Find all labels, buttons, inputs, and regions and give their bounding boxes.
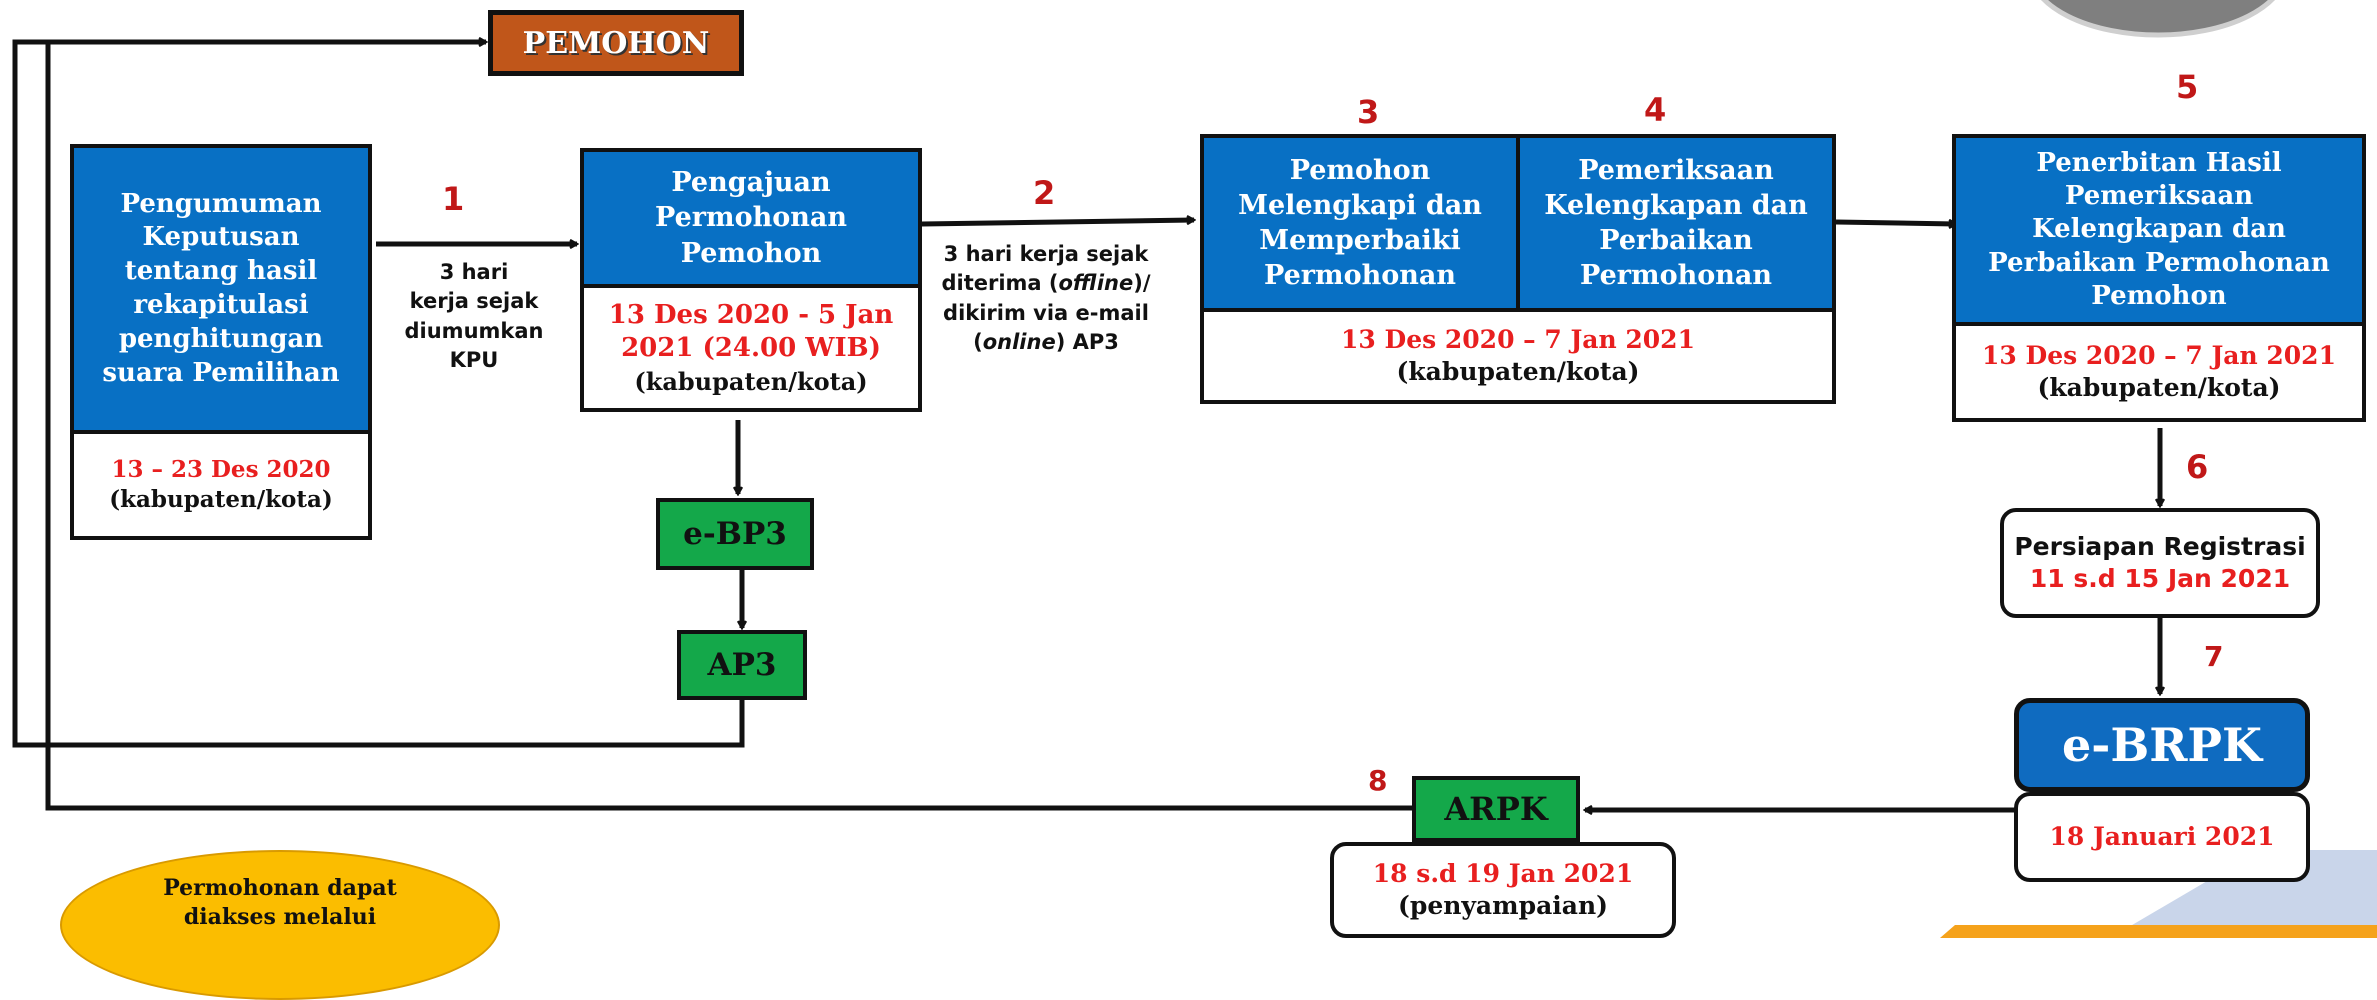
- registrasi-date: 11 s.d 15 Jan 2021: [2029, 564, 2291, 593]
- registrasi-box: Persiapan Registrasi 11 s.d 15 Jan 2021: [2000, 508, 2320, 618]
- step-2-note-line-3: dikirim via e-mail: [943, 300, 1149, 325]
- pengajuan-title: Pengajuan Permohonan Pemohon: [655, 167, 847, 269]
- ebp3-box: e-BP3: [656, 498, 814, 570]
- pemohon-box: PEMOHON: [488, 10, 744, 76]
- step-2-note-line-4: (online) AP3: [973, 330, 1119, 355]
- melengkapi-title: Pemohon Melengkapi dan Memperbaiki Permo…: [1238, 154, 1482, 292]
- access-note-text: Permohonan dapat diakses melalui: [163, 875, 397, 930]
- step-number-8: 8: [1368, 764, 1388, 797]
- penerbitan-title: Penerbitan Hasil Pemeriksaan Kelengkapan…: [1988, 147, 2330, 311]
- step-number-7: 7: [2204, 640, 2224, 673]
- step-1-note: 3 hari kerja sejak diumumkan KPU: [378, 258, 570, 376]
- step-2-note-line-1: 3 hari kerja sejak: [943, 242, 1149, 266]
- ebrpk-label: e-BRPK: [2061, 718, 2263, 772]
- step-2-note: 3 hari kerja sejak diterima (offline)/ d…: [922, 240, 1170, 358]
- step-number-3: 3: [1357, 93, 1380, 131]
- ap3-label: AP3: [707, 647, 777, 683]
- step-number-5: 5: [2176, 68, 2199, 106]
- step-number-6: 6: [2186, 448, 2209, 486]
- feedback-line-arpk: [45, 42, 1422, 811]
- pengajuan-date: 13 Des 2020 - 5 Jan 2021 (24.00 WIB): [608, 299, 894, 364]
- registrasi-title: Persiapan Registrasi: [2014, 531, 2306, 561]
- step-number-1: 1: [442, 180, 465, 218]
- ebp3-label: e-BP3: [683, 516, 787, 552]
- step-3-4-scope: (kabupaten/kota): [1396, 357, 1640, 386]
- arpk-box: ARPK: [1412, 776, 1580, 842]
- arpk-date: 18 s.d 19 Jan 2021: [1372, 858, 1634, 888]
- pengajuan-date-box: 13 Des 2020 - 5 Jan 2021 (24.00 WIB) (ka…: [580, 284, 922, 412]
- connector-lines: [12, 0, 2377, 938]
- melengkapi-box: Pemohon Melengkapi dan Memperbaiki Permo…: [1200, 134, 1520, 312]
- step-2-note-line-2: diterima (offline)/: [941, 271, 1151, 296]
- ebrpk-date-box: 18 Januari 2021: [2014, 792, 2310, 882]
- step-1-note-line-2: kerja sejak: [409, 289, 539, 314]
- pengumuman-scope: (kabupaten/kota): [109, 486, 333, 513]
- pengumuman-title: Pengumuman Keputusan tentang hasil rekap…: [102, 188, 340, 388]
- gray-circle-decoration: [2040, 0, 2276, 38]
- penerbitan-date-box: 13 Des 2020 – 7 Jan 2021 (kabupaten/kota…: [1952, 322, 2366, 422]
- pengumuman-box: Pengumuman Keputusan tentang hasil rekap…: [70, 144, 372, 434]
- step-3-4-date-box: 13 Des 2020 – 7 Jan 2021 (kabupaten/kota…: [1200, 308, 1836, 404]
- pengumuman-date: 13 – 23 Des 2020: [111, 456, 331, 484]
- step-1-note-line-3: diumumkan KPU: [404, 318, 544, 373]
- access-note-ellipse: Permohonan dapat diakses melalui: [60, 850, 500, 1000]
- step-number-4: 4: [1644, 91, 1667, 129]
- ebrpk-date: 18 Januari 2021: [2049, 821, 2275, 851]
- step-1-note-line-1: 3 hari: [439, 260, 509, 284]
- penerbitan-date: 13 Des 2020 – 7 Jan 2021: [1982, 340, 2336, 370]
- pengajuan-scope: (kabupaten/kota): [634, 367, 868, 397]
- penerbitan-box: Penerbitan Hasil Pemeriksaan Kelengkapan…: [1952, 134, 2366, 326]
- step-3-4-date: 13 Des 2020 – 7 Jan 2021: [1341, 324, 1695, 354]
- corner-decoration-blue: [2110, 850, 2377, 938]
- arpk-date-box: 18 s.d 19 Jan 2021 (penyampaian): [1330, 842, 1676, 938]
- ap3-box: AP3: [677, 630, 807, 700]
- arpk-label: ARPK: [1444, 790, 1548, 828]
- arrow-step-5: [1835, 222, 1956, 224]
- pemeriksaan-box: Pemeriksaan Kelengkapan dan Perbaikan Pe…: [1516, 134, 1836, 312]
- pengajuan-box: Pengajuan Permohonan Pemohon: [580, 148, 922, 288]
- pengumuman-date-box: 13 – 23 Des 2020 (kabupaten/kota): [70, 430, 372, 540]
- ebrpk-box: e-BRPK: [2014, 698, 2310, 792]
- arpk-scope: (penyampaian): [1398, 891, 1608, 920]
- arrow-step-2: [921, 220, 1194, 227]
- step-number-2: 2: [1033, 174, 1056, 212]
- pemeriksaan-title: Pemeriksaan Kelengkapan dan Perbaikan Pe…: [1544, 154, 1808, 292]
- corner-decoration-orange: [1940, 925, 2377, 938]
- pemohon-label: PEMOHON: [522, 25, 710, 61]
- penerbitan-scope: (kabupaten/kota): [2037, 373, 2281, 402]
- feedback-line-ap3: [12, 42, 745, 748]
